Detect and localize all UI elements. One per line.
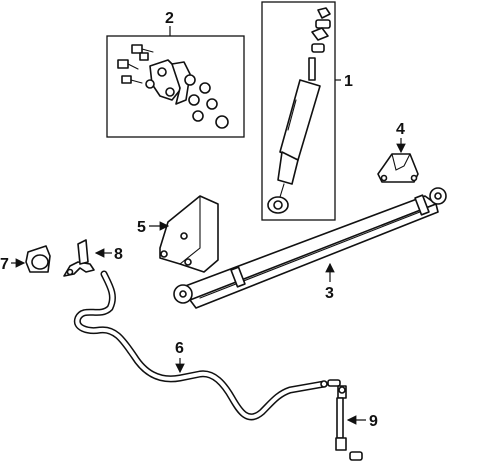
bump-stop <box>377 153 419 183</box>
callout-3: 3 <box>325 285 334 302</box>
shock-absorber-group <box>261 1 341 221</box>
stabilizer-link <box>327 379 363 461</box>
callout-6: 6 <box>175 340 184 357</box>
stabilizer-bushing <box>25 245 51 273</box>
callout-7: 7 <box>0 256 9 273</box>
hardware-kit-group <box>106 26 245 138</box>
shock-absorber-box <box>261 1 336 221</box>
callout-1: 1 <box>344 73 353 90</box>
stabilizer-bracket <box>63 239 95 277</box>
callout-5: 5 <box>137 219 146 236</box>
hardware-shackle <box>149 59 191 105</box>
spring-hanger <box>159 195 219 273</box>
shock-top-hardware <box>311 7 331 53</box>
callout-8: 8 <box>114 246 123 263</box>
callout-4: 4 <box>396 121 405 138</box>
leaf-spring <box>173 187 447 309</box>
stabilizer-bar <box>73 270 328 421</box>
hardware-nuts <box>145 74 229 129</box>
callout-2: 2 <box>165 10 174 27</box>
callout-9: 9 <box>369 413 378 430</box>
hardware-kit-box <box>106 35 245 138</box>
shock-absorber <box>267 57 321 214</box>
callouts: 1 2 3 4 5 6 7 8 9 <box>0 10 406 430</box>
hardware-bolts <box>117 44 154 84</box>
